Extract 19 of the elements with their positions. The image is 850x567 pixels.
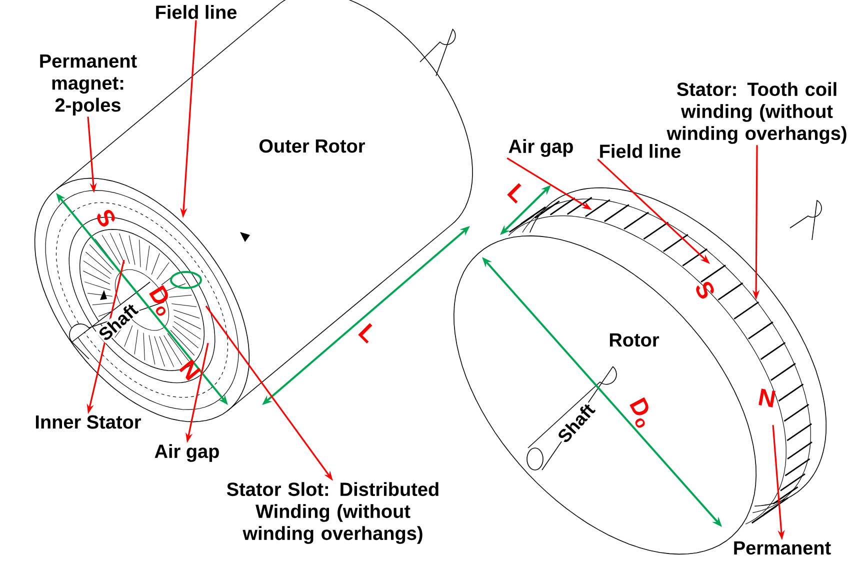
symbol-label: N [758,388,776,408]
symbol-label: S [696,282,714,298]
part-label: Outer Rotor [259,139,365,153]
symbol-label: D$_{o}$ [149,285,168,316]
callout-text: Air gap [508,139,573,157]
callout-text: Permanent magnet: 2-poles [40,54,137,116]
callout-text: Permanent [734,541,831,555]
callout-text: Stator: Tooth coil winding (without winding overhangs) [666,82,846,144]
symbol-label: L [507,183,522,204]
callout-text: Field line [156,5,237,19]
symbol-label: S [97,210,115,226]
callout-text: Air gap [154,444,219,462]
callout-text: Field line [600,144,681,158]
callout-text: Stator Slot: Distributed Winding (without winding overhangs) [226,482,438,544]
symbol-label: N [179,359,201,381]
callout-text: Inner Stator [36,415,142,429]
part-label: Rotor [610,333,660,347]
symbol-label: D$_{o}$ [630,397,648,428]
symbol-label: L [358,323,372,344]
